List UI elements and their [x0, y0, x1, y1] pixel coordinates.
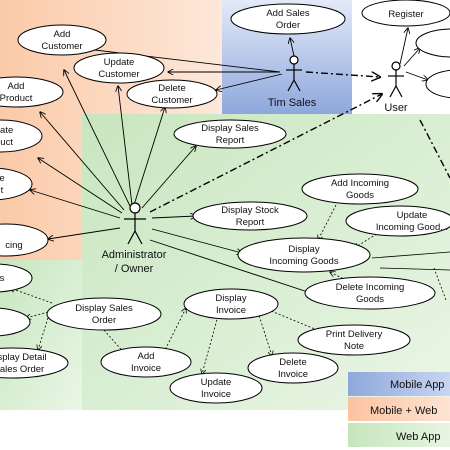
- uc-delete-product-l2: t: [1, 185, 4, 196]
- uc-user-3[interactable]: [425, 69, 450, 99]
- uc-update-invoice-l1: Update: [201, 377, 232, 388]
- uc-add-product[interactable]: [0, 76, 64, 108]
- uc-add-customer-l1: Add: [54, 29, 71, 40]
- uc-left-partial-2[interactable]: [0, 307, 31, 337]
- uc-display-invoice[interactable]: [183, 288, 279, 320]
- uc-update-incoming-goods-l2: Incoming Good...: [376, 222, 448, 233]
- uc-delete-product[interactable]: [0, 167, 33, 201]
- uc-delete-invoice[interactable]: [247, 352, 339, 384]
- uc-display-sales-report-l1: Display Sales: [201, 123, 259, 134]
- uc-pricing[interactable]: [0, 223, 49, 257]
- uc-print-delivery-note-l2: Note: [344, 341, 364, 352]
- uc-left-partial[interactable]: [0, 263, 33, 293]
- actor-admin-label-l2: / Owner: [115, 263, 154, 275]
- user-head-icon: [391, 61, 401, 71]
- uc-delete-incoming-goods-l2: Goods: [356, 294, 384, 305]
- uc-display-stock-report-l1: Display Stock: [221, 205, 279, 216]
- uc-add-incoming-goods[interactable]: [301, 173, 419, 205]
- legend-mobile-label: Mobile App: [390, 379, 444, 391]
- uc-add-product-l2: Product: [0, 93, 33, 104]
- actor-tim-sales-label: Tim Sales: [268, 97, 317, 109]
- uc-add-incoming-goods-l1: Add Incoming: [331, 178, 389, 189]
- uc-display-detail-sales-order[interactable]: [0, 347, 69, 379]
- legend-web-swatch: [348, 423, 450, 447]
- uc-display-incoming-goods-l2: Incoming Goods: [269, 256, 338, 267]
- uc-delete-incoming-goods-l1: Delete Incoming: [336, 282, 405, 293]
- uc-update-customer-l2: Customer: [98, 69, 139, 80]
- uc-left-partial-label: s: [0, 273, 5, 284]
- uc-display-invoice-l2: Invoice: [216, 305, 246, 316]
- uc-update-product-l1: date: [0, 125, 13, 136]
- actor-user[interactable]: [388, 61, 404, 98]
- uc-display-sales-order-l1: Display Sales: [75, 303, 133, 314]
- uc-register[interactable]: [361, 0, 450, 27]
- legend: Mobile App Mobile + Web Web App: [348, 372, 450, 447]
- tim-associations: [78, 38, 295, 90]
- uc-update-invoice[interactable]: [169, 372, 263, 404]
- uc-delete-incoming-goods[interactable]: [304, 276, 436, 310]
- legend-mobile-web-swatch: [348, 397, 450, 421]
- uc-delete-customer-l2: Customer: [151, 95, 192, 106]
- uc-display-sales-order-l2: Order: [92, 315, 116, 326]
- uc-add-invoice[interactable]: [100, 346, 192, 378]
- legend-mobile-web-label: Mobile + Web: [370, 405, 437, 417]
- legend-mobile-swatch: [348, 372, 450, 396]
- uc-display-stock-report[interactable]: [192, 201, 308, 231]
- uc-update-customer-l1: Update: [104, 57, 135, 68]
- uc-display-detail-sales-order-l1: splay Detail: [0, 352, 47, 363]
- uc-delete-invoice-l2: Invoice: [278, 369, 308, 380]
- uc-update-invoice-l2: Invoice: [201, 389, 231, 400]
- uc-display-incoming-goods-l1: Display: [288, 244, 319, 255]
- uc-add-invoice-l1: Add: [138, 351, 155, 362]
- admin-associations: [30, 70, 326, 298]
- generalizations: [149, 71, 450, 213]
- uc-add-customer-l2: Customer: [41, 41, 82, 52]
- uc-update-customer[interactable]: [73, 52, 165, 84]
- uc-add-sales-order-l2: Order: [276, 20, 300, 31]
- uc-display-stock-report-l2: Report: [236, 217, 265, 228]
- user-associations: [399, 28, 428, 80]
- uc-display-sales-order[interactable]: [46, 297, 162, 331]
- uc-add-incoming-goods-l2: Goods: [346, 190, 374, 201]
- actor-user-label: User: [384, 102, 408, 114]
- uc-delete-invoice-l1: Delete: [279, 357, 306, 368]
- uc-display-incoming-goods[interactable]: [237, 237, 371, 273]
- uc-update-incoming-goods[interactable]: [345, 205, 450, 237]
- uc-add-product-l1: Add: [8, 81, 25, 92]
- actor-admin-label-l1: Administrator: [102, 249, 167, 261]
- uc-update-product-l2: duct: [0, 137, 13, 148]
- uc-delete-customer[interactable]: [126, 79, 218, 109]
- uc-add-customer[interactable]: [17, 24, 107, 56]
- web-associations: [371, 251, 450, 271]
- admin-head-icon: [129, 202, 141, 214]
- uc-add-invoice-l2: Invoice: [131, 363, 161, 374]
- uc-display-detail-sales-order-l2: ales Order: [0, 364, 44, 375]
- uc-display-invoice-l1: Display: [215, 293, 246, 304]
- actor-tim-sales[interactable]: [286, 55, 302, 92]
- uc-print-delivery-note-l1: Print Delivery: [326, 329, 383, 340]
- uc-display-sales-report[interactable]: [173, 119, 287, 149]
- uc-register-label: Register: [388, 9, 423, 20]
- uc-print-delivery-note[interactable]: [297, 324, 411, 356]
- actor-administrator-owner[interactable]: [124, 202, 146, 245]
- uc-delete-product-l1: e: [0, 173, 5, 184]
- uc-delete-customer-l1: Delete: [158, 83, 185, 94]
- legend-web-label: Web App: [396, 431, 440, 443]
- uc-display-sales-report-l2: Report: [216, 135, 245, 146]
- uc-update-incoming-goods-l1: Update: [397, 210, 428, 221]
- uc-update-product[interactable]: [0, 119, 43, 153]
- uc-user-2[interactable]: [415, 28, 450, 58]
- uc-pricing-label: cing: [5, 240, 22, 251]
- tim-head-icon: [289, 55, 299, 65]
- uc-add-sales-order-l1: Add Sales: [266, 8, 310, 19]
- uc-add-sales-order[interactable]: [230, 3, 346, 35]
